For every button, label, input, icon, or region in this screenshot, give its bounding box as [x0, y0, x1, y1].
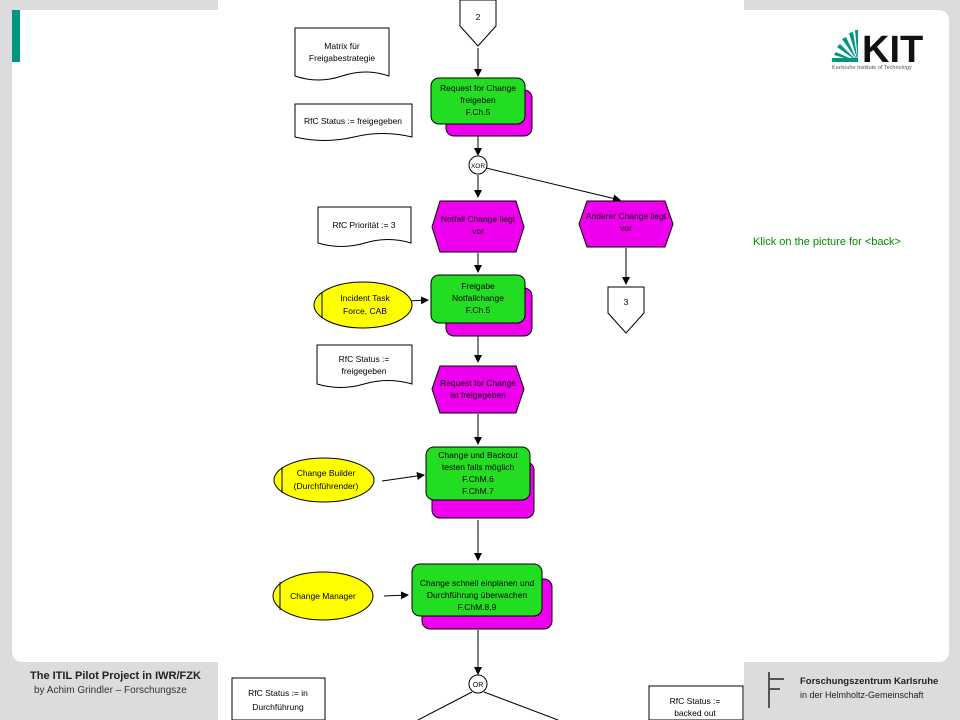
svg-text:OR: OR [473, 682, 484, 689]
function-freigabe-notfall: Freigabe Notfallchange F.Ch.5 [430, 274, 533, 337]
document-status-backed-out: RfC Status := backed out [648, 685, 744, 720]
svg-text:Change und Backout: Change und Backout [438, 450, 518, 460]
svg-text:freigeben: freigeben [460, 95, 496, 105]
svg-text:Anderer Change liegt: Anderer Change liegt [586, 211, 667, 221]
svg-text:RfC Status :=: RfC Status := [670, 696, 721, 706]
footer-title: The ITIL Pilot Project in IWR/FZK [30, 670, 201, 682]
connector-2: 2 [459, 0, 497, 47]
connector-3: 3 [607, 286, 645, 334]
svg-text:Durchführung: Durchführung [252, 702, 304, 712]
svg-text:Freigabestrategie: Freigabestrategie [309, 53, 375, 63]
document-status-freigegeben: RfC Status := freigegeben [294, 103, 413, 141]
svg-text:backed out: backed out [674, 708, 716, 718]
role-change-builder: Change Builder (Durchführender) [273, 457, 375, 503]
svg-text:Durchführung überwachen: Durchführung überwachen [427, 590, 527, 600]
footer-author: by Achim Grindler – Forschungsze [34, 685, 187, 696]
svg-text:ist freigegeben: ist freigegeben [450, 390, 506, 400]
event-request-ist-freigegeben: Request for Change ist freigegeben [431, 365, 525, 414]
svg-text:F.Ch.5: F.Ch.5 [466, 107, 491, 117]
svg-text:RfC Status :=: RfC Status := [339, 354, 390, 364]
svg-text:F.ChM.7: F.ChM.7 [462, 486, 494, 496]
svg-text:Freigabe: Freigabe [461, 281, 495, 291]
operator-xor: XOR [468, 155, 488, 175]
fz-subtitle: in der Helmholtz-Gemeinschaft [800, 690, 924, 700]
svg-text:freigegeben: freigegeben [342, 366, 387, 376]
document-prioritaet: RfC Priorität := 3 [317, 206, 412, 247]
svg-text:Notfallchange: Notfallchange [452, 293, 504, 303]
svg-text:vor: vor [620, 223, 632, 233]
back-link[interactable]: Klick on the picture for <back> [753, 236, 901, 248]
svg-text:RfC Status := in: RfC Status := in [248, 688, 308, 698]
svg-text:Change Manager: Change Manager [290, 591, 356, 601]
svg-text:vor: vor [472, 226, 484, 236]
svg-text:testen falls möglich: testen falls möglich [442, 462, 515, 472]
function-request-freigeben: Request for Change freigeben F.Ch.5 [430, 77, 533, 137]
document-matrix: Matrix für Freigabestrategie [294, 27, 390, 81]
svg-text:RfC Status := freigegeben: RfC Status := freigegeben [304, 116, 402, 126]
svg-text:Request for Change: Request for Change [440, 378, 516, 388]
event-notfall-change: Notfall Change liegt vor [431, 200, 525, 253]
svg-text:Incident Task: Incident Task [340, 293, 390, 303]
fz-name: Forschungszentrum Karlsruhe [800, 676, 939, 687]
svg-text:Force, CAB: Force, CAB [343, 306, 387, 316]
svg-text:3: 3 [624, 297, 629, 307]
event-anderer-change: Anderer Change liegt vor [578, 200, 674, 248]
svg-text:KIT: KIT [862, 29, 923, 71]
svg-text:(Durchführender): (Durchführender) [294, 481, 359, 491]
process-diagram[interactable]: 2 3 Matrix für Freigabestrategie RfC Sta… [218, 0, 744, 720]
svg-text:XOR: XOR [471, 163, 485, 170]
svg-text:Matrix für: Matrix für [324, 41, 360, 51]
svg-text:Notfall Change liegt: Notfall Change liegt [441, 214, 516, 224]
function-change-einplanen: Change schnell einplanen und Durchführun… [411, 563, 553, 630]
role-change-manager: Change Manager [272, 571, 374, 621]
svg-text:F.Ch.5: F.Ch.5 [466, 305, 491, 315]
kit-subtitle: Karlsruhe Institute of Technology [832, 65, 912, 71]
accent-bar [12, 10, 20, 62]
svg-text:2: 2 [476, 12, 481, 22]
operator-or: OR [468, 674, 488, 694]
svg-text:F.ChM.8,9: F.ChM.8,9 [458, 602, 497, 612]
document-status-freigegeben-2: RfC Status := freigegeben [316, 344, 413, 388]
svg-text:F.ChM.6: F.ChM.6 [462, 474, 494, 484]
svg-text:Change Builder: Change Builder [297, 468, 356, 478]
svg-text:RfC Priorität := 3: RfC Priorität := 3 [332, 220, 395, 230]
function-change-backout: Change und Backout testen falls möglich … [425, 446, 535, 519]
svg-text:Change schnell einplanen und: Change schnell einplanen und [420, 578, 535, 588]
svg-text:Request for Change: Request for Change [440, 83, 516, 93]
role-incident-task-force: Incident Task Force, CAB [313, 281, 413, 329]
kit-logo: KIT [832, 29, 923, 71]
fz-logo [768, 672, 784, 708]
document-status-in-durchfuehrung: RfC Status := in Durchführung [231, 677, 326, 720]
